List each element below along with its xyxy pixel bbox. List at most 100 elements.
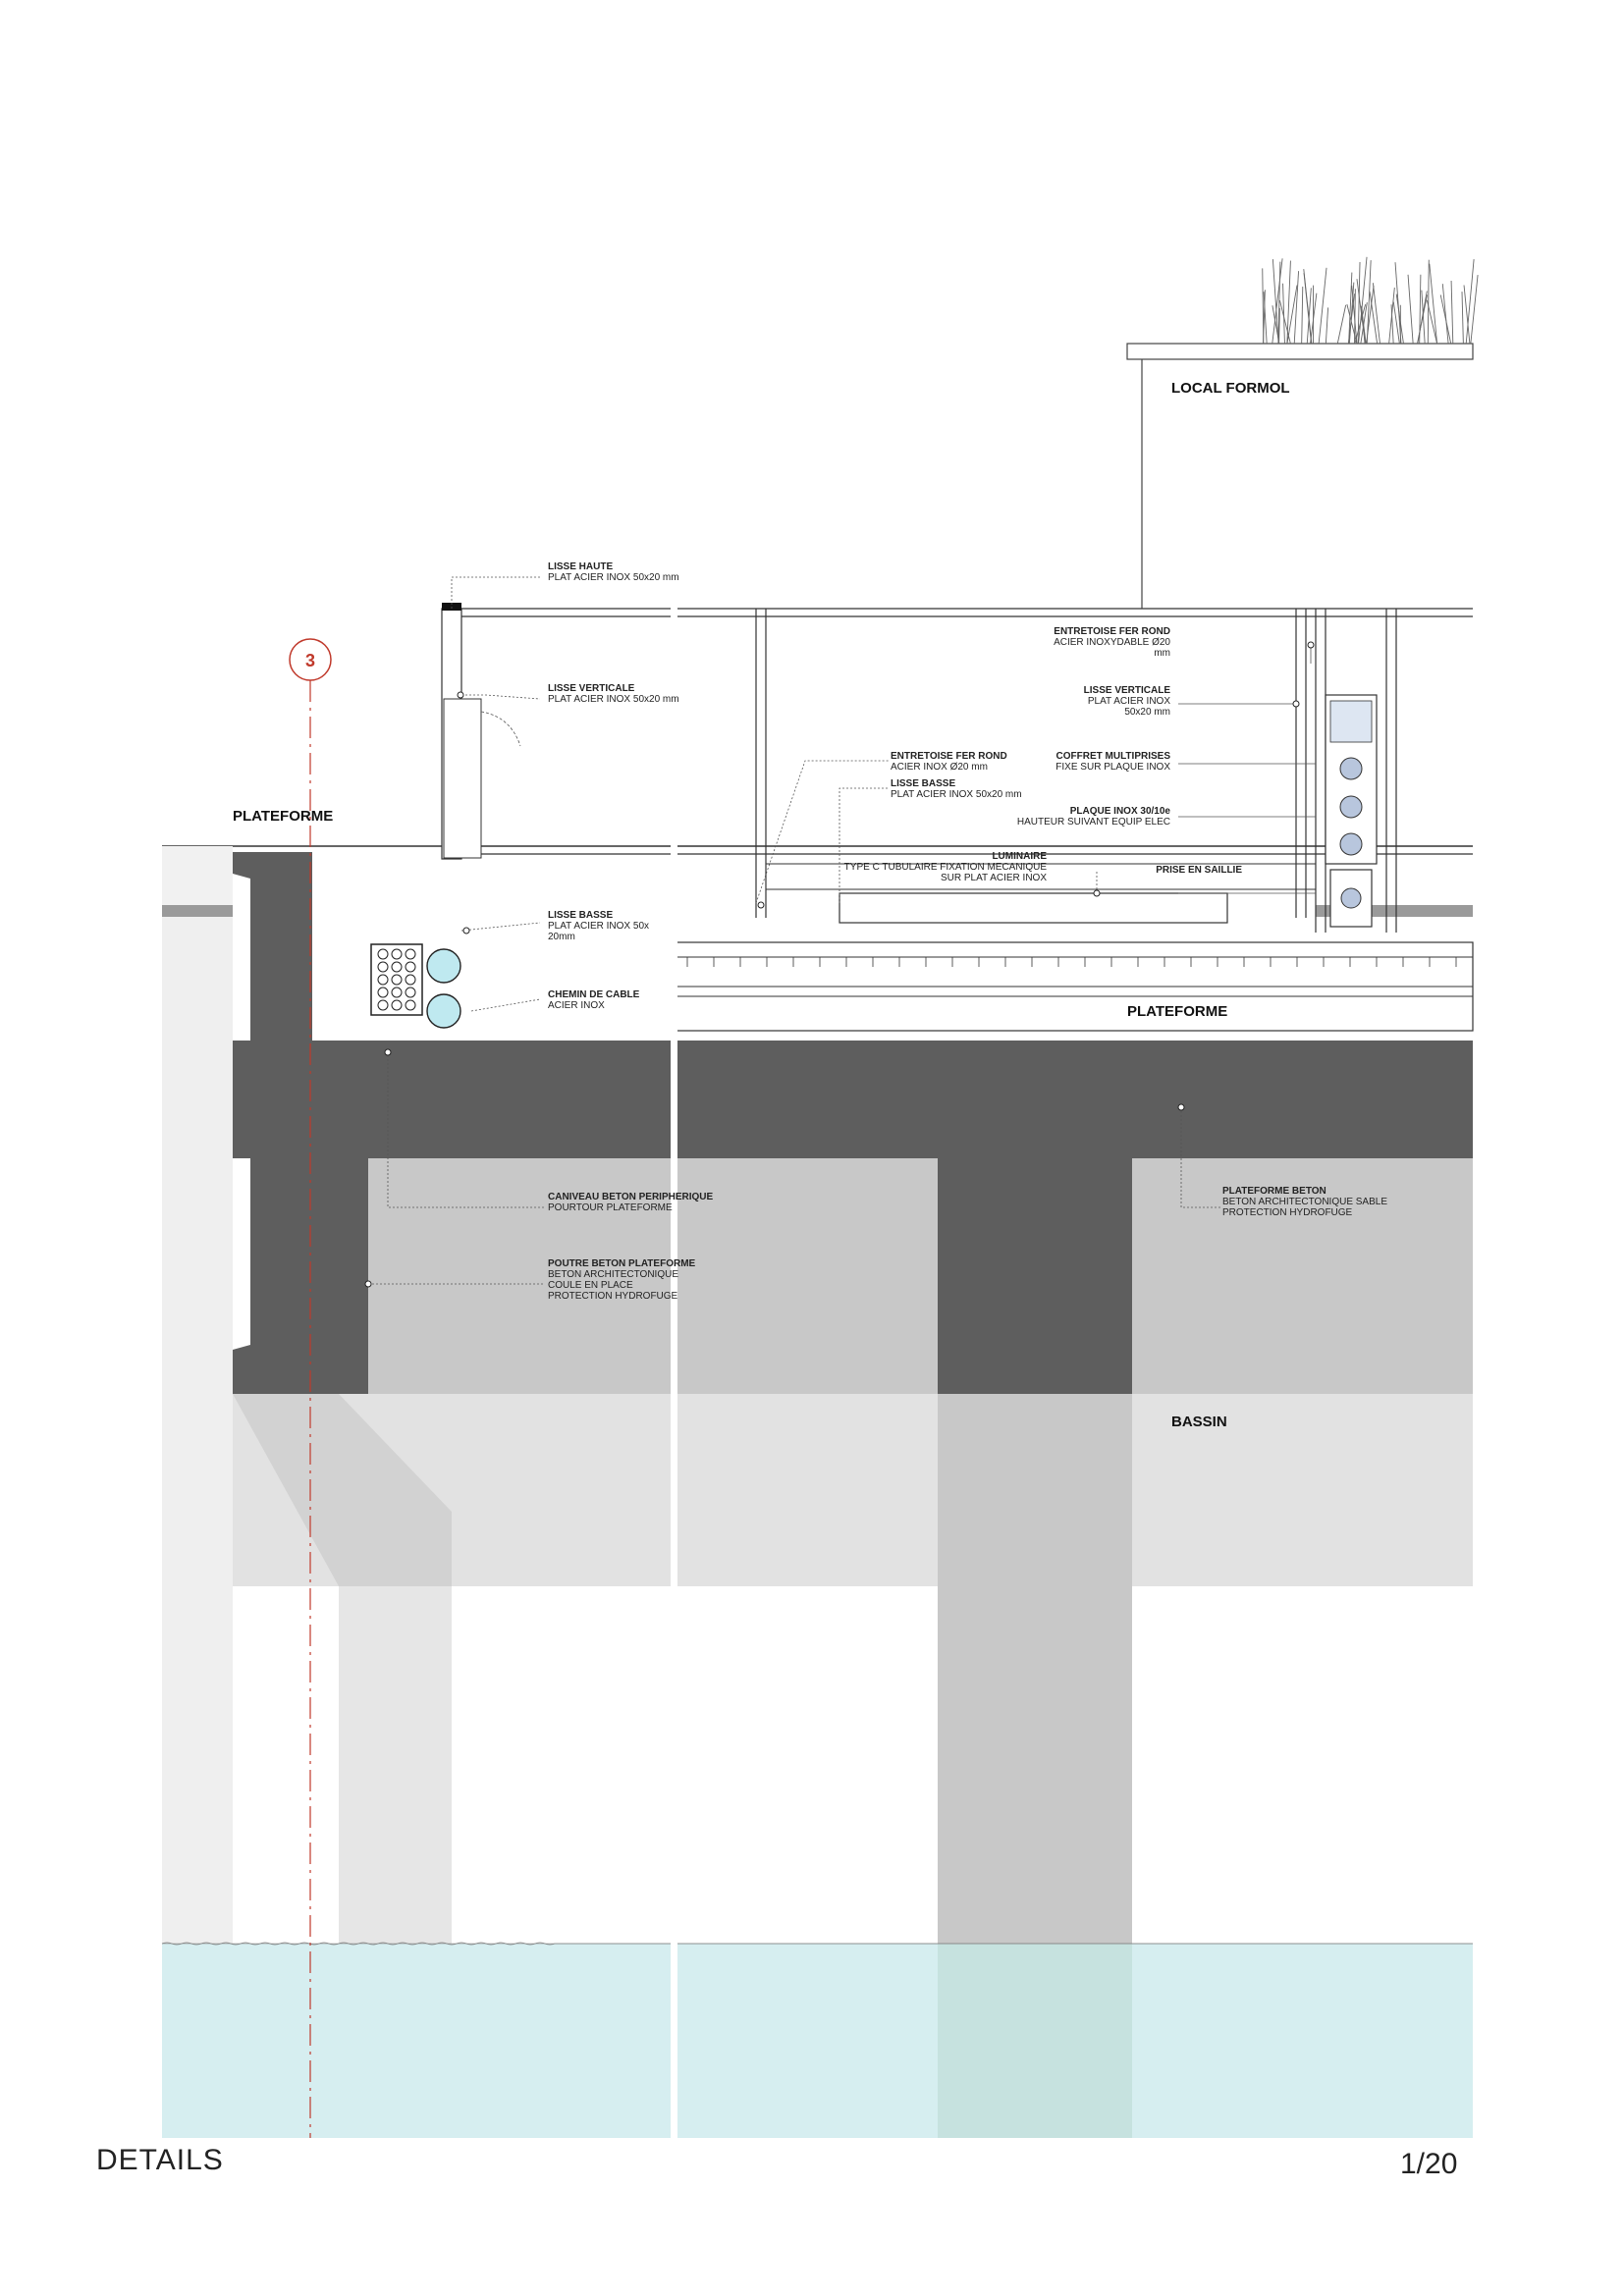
pipe-upper bbox=[426, 948, 461, 984]
note-prise: PRISE EN SAILLIE bbox=[1156, 865, 1242, 876]
label-plateforme-deck: PLATEFORME bbox=[1127, 1003, 1227, 1020]
grass-stroke bbox=[1465, 258, 1475, 345]
grass-stroke bbox=[1306, 288, 1312, 345]
break-line bbox=[671, 579, 677, 2150]
luminaire-tube bbox=[839, 892, 1228, 924]
grass-stroke bbox=[1358, 256, 1368, 345]
grass-stroke bbox=[1372, 283, 1380, 345]
grass-stroke bbox=[1470, 275, 1479, 345]
lamp-beam bbox=[480, 711, 521, 747]
grass-stroke bbox=[1392, 301, 1400, 345]
left-coping-edge bbox=[162, 905, 233, 917]
cable-icon bbox=[405, 961, 416, 973]
grass-stroke bbox=[1427, 259, 1430, 345]
grass-stroke bbox=[1348, 272, 1353, 345]
left-coping bbox=[162, 846, 233, 915]
grass-stroke bbox=[1461, 292, 1464, 345]
grass-stroke bbox=[1390, 304, 1394, 345]
grass-stroke bbox=[1272, 258, 1283, 345]
grass-stroke bbox=[1369, 291, 1379, 345]
label-plateforme-left: PLATEFORME bbox=[233, 808, 333, 825]
grass-stroke bbox=[1354, 289, 1356, 345]
grass-stroke bbox=[1407, 274, 1414, 345]
cable-icon bbox=[377, 999, 389, 1011]
section-marker-circle bbox=[289, 638, 332, 681]
deck-ticks bbox=[686, 957, 1457, 967]
center-web bbox=[938, 1158, 1132, 1394]
pipe-lower bbox=[426, 993, 461, 1029]
leaders bbox=[368, 576, 1316, 1285]
section-marker-number: 3 bbox=[305, 651, 315, 670]
grass-stroke bbox=[1429, 263, 1438, 345]
cable-icon bbox=[377, 974, 389, 986]
cable-icon bbox=[405, 999, 416, 1011]
grass-stroke bbox=[1282, 283, 1285, 345]
grass-stroke bbox=[1325, 307, 1329, 345]
cable-icon bbox=[405, 974, 416, 986]
grass-stroke bbox=[1286, 285, 1298, 345]
grass-stroke bbox=[1277, 261, 1281, 345]
grass-stroke bbox=[1395, 294, 1404, 345]
grass-stroke bbox=[1262, 268, 1265, 345]
grass-stroke bbox=[1348, 282, 1355, 345]
grass-stroke bbox=[1336, 304, 1347, 345]
page-title: DETAILS bbox=[96, 2144, 224, 2176]
grass-stroke bbox=[1450, 280, 1454, 345]
electric-cabinet-head bbox=[1329, 700, 1373, 743]
grass-stroke bbox=[1417, 291, 1428, 345]
poutre-beam bbox=[233, 852, 368, 1394]
diagonal-shade bbox=[233, 1394, 452, 1586]
infill-left bbox=[368, 1158, 938, 1394]
cable-icon bbox=[405, 987, 416, 998]
grass-stroke bbox=[1360, 302, 1368, 345]
roof-vegetation bbox=[1262, 256, 1479, 345]
label-local-formol: LOCAL FORMOL bbox=[1171, 380, 1290, 397]
grass-stroke bbox=[1366, 260, 1372, 345]
infill-right bbox=[1132, 1158, 1473, 1394]
drawing-scale: 1/20 bbox=[1400, 2148, 1458, 2180]
lamp-box bbox=[443, 698, 482, 859]
socket-1-icon bbox=[1339, 757, 1363, 780]
cable-icon bbox=[377, 948, 389, 960]
local-formol-roof bbox=[1126, 343, 1474, 360]
cable-icon bbox=[391, 948, 403, 960]
left-column-light bbox=[162, 846, 233, 2138]
cable-icon bbox=[377, 987, 389, 998]
grass-stroke bbox=[1463, 285, 1471, 345]
break-line-water bbox=[671, 1934, 677, 2140]
socket-2-icon bbox=[1339, 795, 1363, 819]
grass-stroke bbox=[1301, 286, 1304, 345]
grass-stroke bbox=[1421, 290, 1426, 345]
water bbox=[162, 1944, 1473, 2138]
grass-stroke bbox=[1263, 292, 1268, 345]
slab-dark bbox=[233, 1041, 1473, 1158]
railing bbox=[447, 608, 1473, 933]
socket-3-icon bbox=[1339, 832, 1363, 856]
grass-stroke bbox=[1278, 299, 1291, 345]
wall-socket-icon bbox=[1340, 887, 1362, 909]
grass-stroke bbox=[1426, 299, 1438, 345]
grass-stroke bbox=[1441, 284, 1449, 345]
cable-icon bbox=[405, 948, 416, 960]
cable-icon bbox=[391, 999, 403, 1011]
label-bassin: BASSIN bbox=[1171, 1414, 1227, 1430]
grass-stroke bbox=[1310, 293, 1318, 345]
cable-icon bbox=[391, 974, 403, 986]
grass-stroke bbox=[1394, 262, 1402, 345]
cable-tray-holes bbox=[377, 948, 416, 1011]
leader-dots bbox=[364, 641, 1315, 1288]
grass-stroke bbox=[1419, 274, 1422, 345]
grass-stroke bbox=[1293, 271, 1300, 345]
